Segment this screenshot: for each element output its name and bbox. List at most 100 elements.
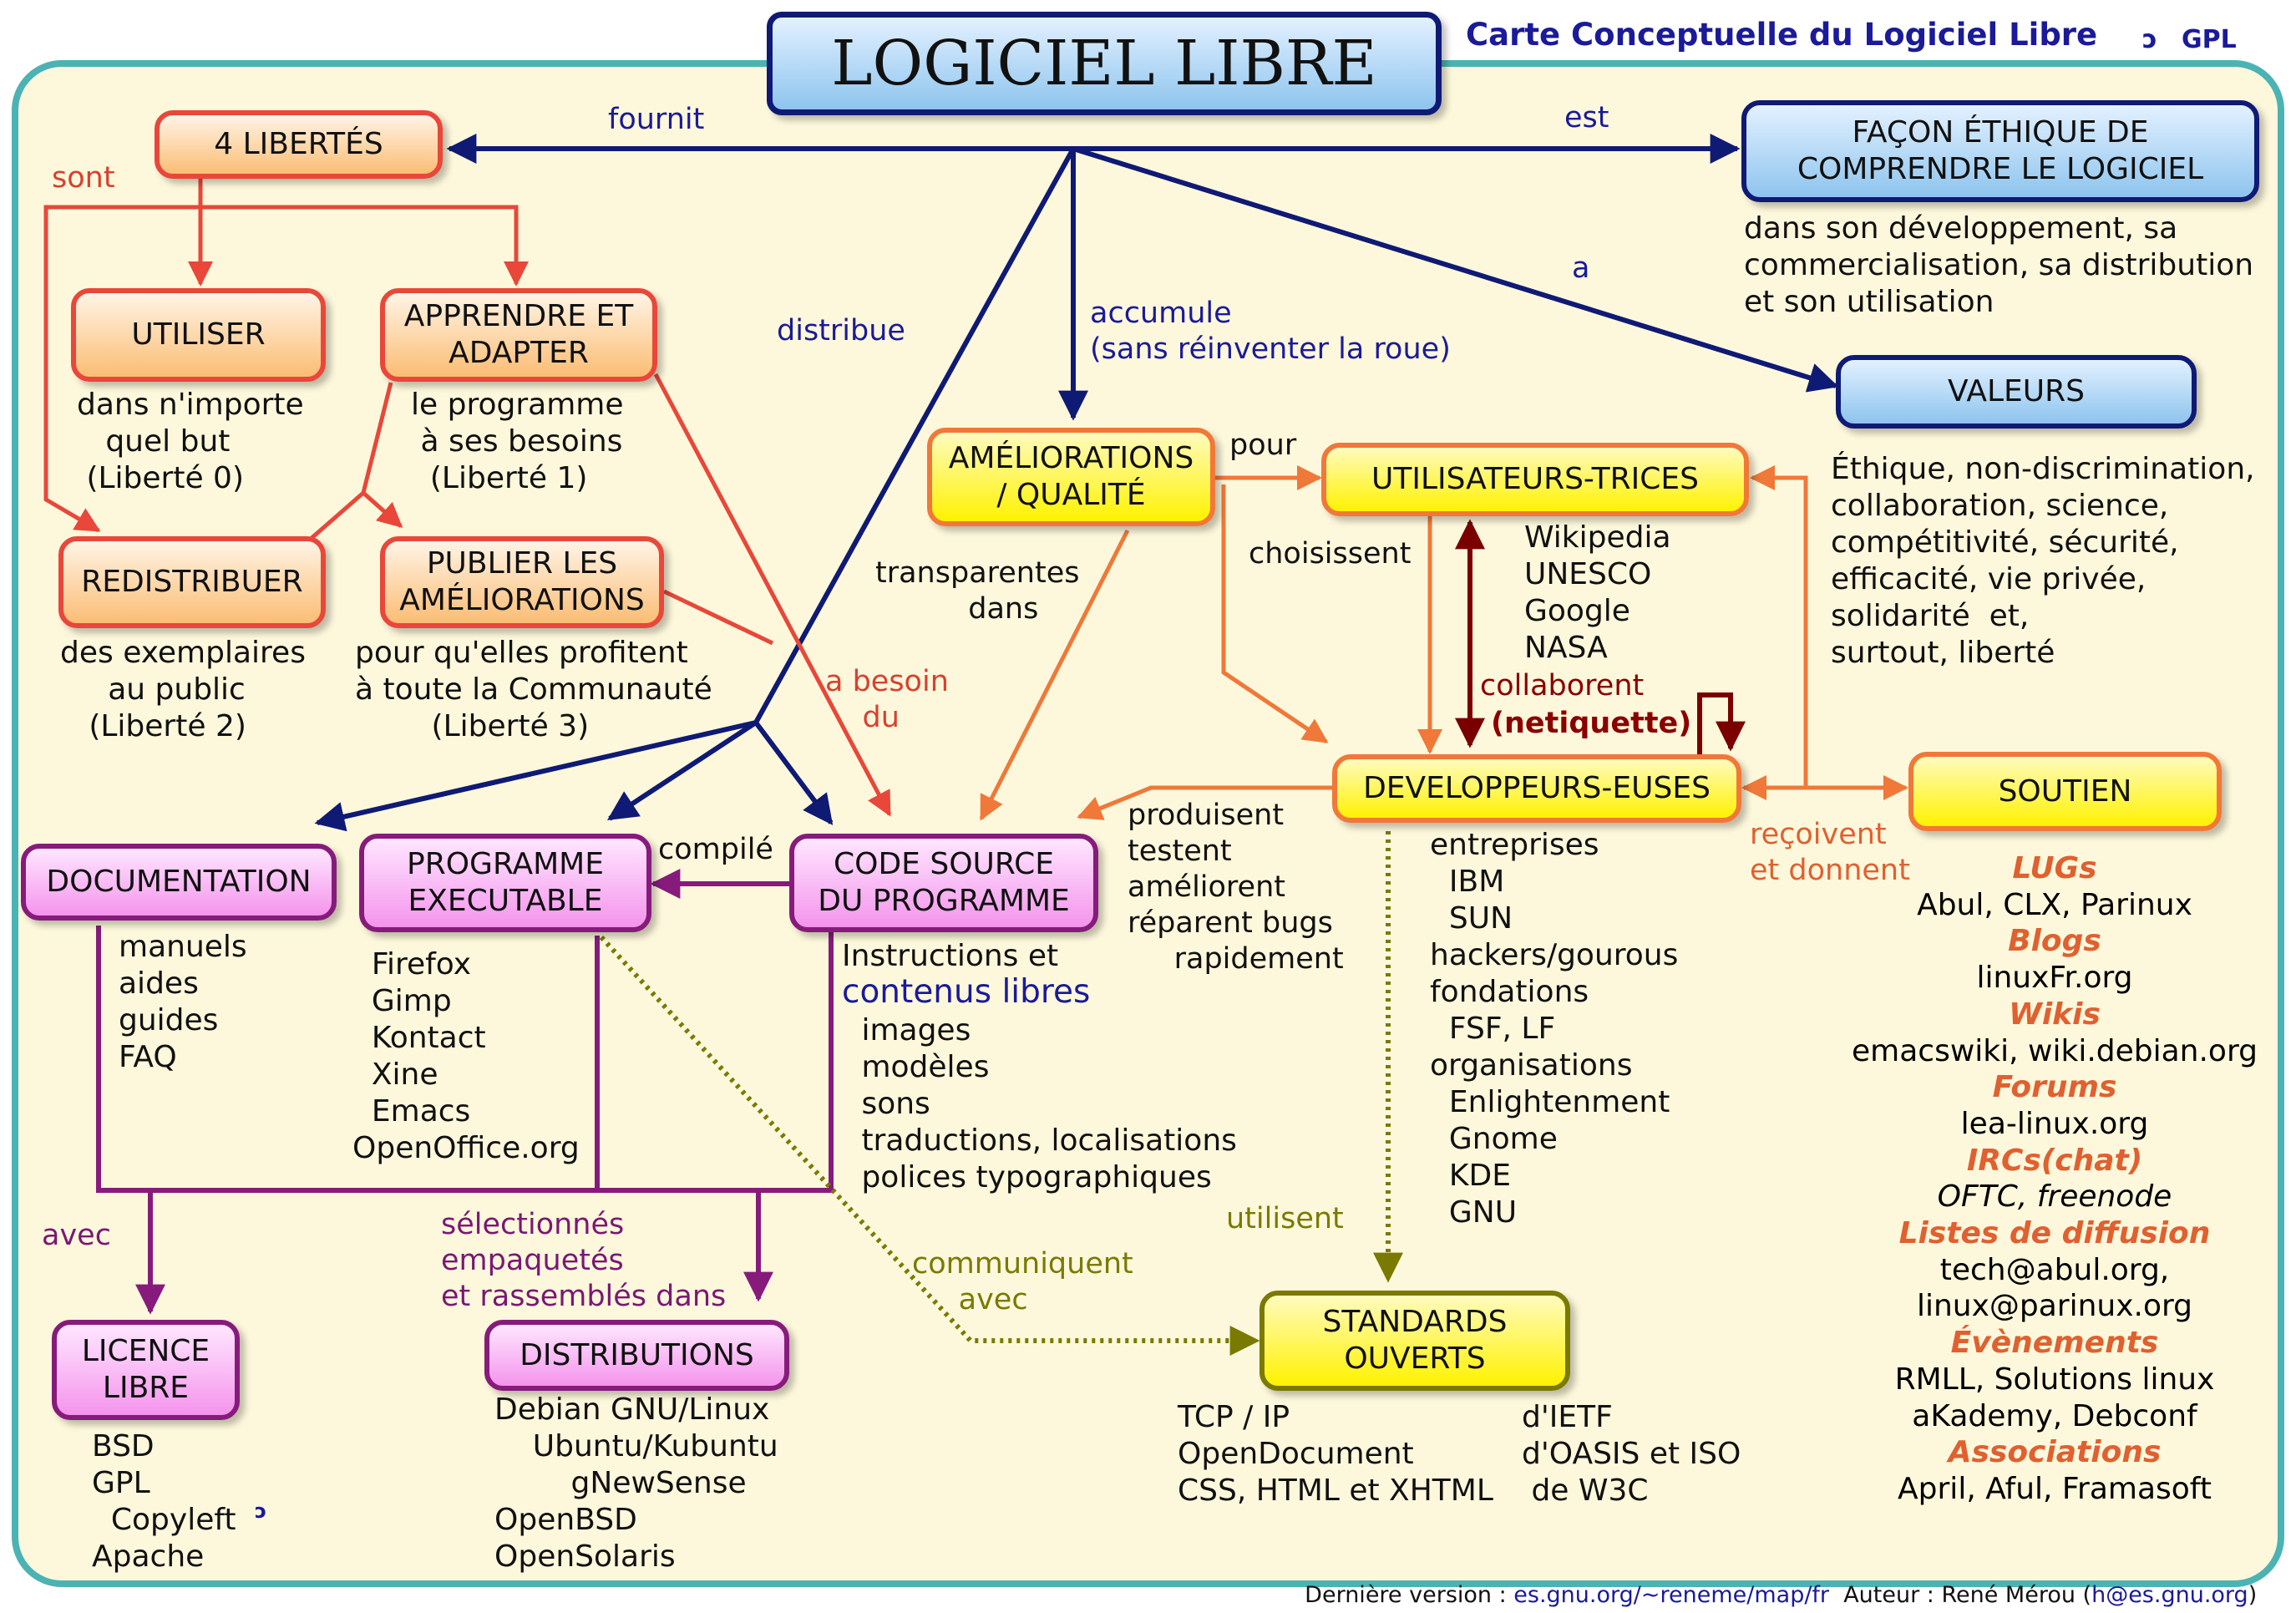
- soutien-head-blogs: Blogs: [2008, 924, 2101, 959]
- link-ameliorations-code: [979, 529, 1130, 821]
- link-doc-down: [96, 919, 834, 1193]
- documentation-items: manuels aides guides FAQ: [119, 930, 247, 1074]
- link-netiquette: [1697, 692, 1746, 754]
- node-apprendre[interactable]: APPRENDRE ET ADAPTER: [380, 288, 657, 382]
- standards-left-items: TCP / IP OpenDocument CSS, HTML et XHTML: [1178, 1400, 1493, 1508]
- link-distribue: [753, 147, 1076, 724]
- footer-author-close: ): [2248, 1582, 2258, 1608]
- node-developpeurs[interactable]: DEVELOPPEURS-EUSES: [1332, 754, 1741, 823]
- label-communiquent: communiquent avec: [912, 1247, 1133, 1316]
- apprendre-description: le programme à ses besoins (Liberté 1): [411, 388, 624, 495]
- soutien-item: tech@abul.org,: [1939, 1252, 2170, 1287]
- label-accumule: accumule (sans réinventer la roue): [1090, 297, 1451, 366]
- link-to-documentation: [314, 720, 757, 832]
- node-licence-libre[interactable]: LICENCE LIBRE: [52, 1320, 240, 1420]
- licence-items: BSD GPL Copyleft Apache: [92, 1429, 236, 1574]
- footer-author-label: Auteur : René Mérou (: [1829, 1582, 2092, 1608]
- footer-credits: Dernière version : es.gnu.org/~reneme/ma…: [1290, 1541, 2257, 1613]
- link-apprendre-redistribuer: [309, 382, 393, 540]
- soutien-item: linux@parinux.org: [1916, 1289, 2193, 1324]
- node-logiciel-libre[interactable]: LOGICIEL LIBRE: [767, 12, 1442, 115]
- label-collaborent: collaborent: [1480, 669, 1645, 703]
- soutien-item: Abul, CLX, Parinux: [1917, 887, 2192, 922]
- soutien-item: linuxFr.org: [1976, 961, 2133, 996]
- footer-version-label: Dernière version :: [1305, 1582, 1514, 1608]
- code-source-intro: Instructions et: [842, 939, 1059, 973]
- node-soutien[interactable]: SOUTIEN: [1908, 752, 2222, 831]
- link-sont-apprendre: [198, 177, 529, 287]
- link-communiquent: [599, 935, 1260, 1356]
- soutien-item: OFTC, freenode: [1937, 1179, 2172, 1215]
- label-transparentes: transparentes dans: [875, 556, 1080, 626]
- soutien-head-wikis: Wikis: [2009, 997, 2101, 1032]
- node-4-libertes[interactable]: 4 LIBERTÉS: [155, 110, 443, 179]
- label-sont: sont: [52, 161, 115, 195]
- label-a: a: [1572, 251, 1590, 285]
- label-netiquette: (netiquette): [1491, 707, 1692, 740]
- valeurs-description: Éthique, non-discrimination, collaborati…: [1831, 452, 2255, 670]
- link-apprendre-publier: [362, 491, 403, 528]
- standards-right-items: d'IETF d'OASIS et ISO de W3C: [1522, 1400, 1741, 1508]
- facon-description: dans son développement, sa commercialisa…: [1744, 211, 2254, 319]
- soutien-item: aKademy, Debconf: [1912, 1398, 2197, 1433]
- label-pour: pour: [1229, 429, 1297, 462]
- link-soutien-utilisateurs: [1750, 465, 1808, 788]
- code-source-items: images modèles sons traductions, localis…: [861, 1013, 1237, 1195]
- node-utiliser[interactable]: UTILISER: [71, 288, 326, 382]
- redistribuer-description: des exemplaires au public (Liberté 2): [60, 636, 306, 743]
- distributions-items: Debian GNU/Linux Ubuntu/Kubuntu gNewSens…: [494, 1392, 778, 1574]
- link-sont-redistribuer: [43, 205, 200, 533]
- soutien-head-associations: Associations: [1948, 1435, 2162, 1470]
- label-distribue: distribue: [777, 314, 905, 347]
- soutien-head-ircs: IRCs(chat): [1966, 1143, 2143, 1178]
- node-facon-ethique[interactable]: FAÇON ÉTHIQUE DE COMPRENDRE LE LOGICIEL: [1741, 100, 2259, 202]
- node-distributions[interactable]: DISTRIBUTIONS: [484, 1320, 789, 1391]
- footer-author-email[interactable]: h@es.gnu.org: [2091, 1582, 2248, 1608]
- programme-items: Firefox Gimp Kontact Xine Emacs OpenOffi…: [352, 947, 580, 1165]
- node-code-source[interactable]: CODE SOURCE DU PROGRAMME: [789, 834, 1098, 932]
- code-source-contenus: contenus libres: [842, 973, 1091, 1011]
- label-est: est: [1564, 101, 1609, 134]
- node-documentation[interactable]: DOCUMENTATION: [21, 844, 337, 921]
- developpeurs-items: entreprises IBM SUN hackers/gourous fond…: [1430, 828, 1679, 1230]
- link-to-code: [753, 721, 834, 825]
- license-label: GPL: [2182, 25, 2237, 54]
- utiliser-description: dans n'importe quel but (Liberté 0): [77, 388, 304, 495]
- link-to-programme: [606, 720, 758, 821]
- node-valeurs[interactable]: VALEURS: [1836, 355, 2197, 429]
- link-apprendre-code: [653, 373, 892, 817]
- label-a-besoin: a besoin du: [825, 665, 949, 734]
- soutien-head-evenements: Évènements: [1950, 1326, 2159, 1361]
- label-recoivent: reçoivent et donnent: [1750, 818, 1910, 887]
- link-dev-code: [1077, 785, 1336, 820]
- node-publier[interactable]: PUBLIER LES AMÉLIORATIONS: [380, 536, 664, 628]
- copyleft-icon: ɔ: [2142, 25, 2157, 54]
- label-avec: avec: [42, 1219, 111, 1252]
- label-compile: compilé: [658, 833, 773, 866]
- link-publier-code: [662, 589, 774, 646]
- node-utilisateurs[interactable]: UTILISATEURS-TRICES: [1321, 443, 1749, 516]
- soutien-head-lugs: LUGs: [2012, 851, 2097, 885]
- label-utilisent: utilisent: [1226, 1202, 1344, 1235]
- label-choisissent: choisissent: [1249, 537, 1412, 571]
- label-fournit: fournit: [608, 103, 705, 136]
- soutien-item: lea-linux.org: [1960, 1106, 2149, 1141]
- soutien-item: emacswiki, wiki.debian.org: [1852, 1033, 2258, 1068]
- soutien-item: April, Aful, Framasoft: [1898, 1471, 2212, 1506]
- node-standards-ouverts[interactable]: STANDARDS OUVERTS: [1260, 1291, 1570, 1391]
- footer-version-link[interactable]: es.gnu.org/~reneme/map/fr: [1513, 1582, 1830, 1608]
- node-ameliorations[interactable]: AMÉLIORATIONS / QUALITÉ: [927, 428, 1215, 526]
- map-subtitle: Carte Conceptuelle du Logiciel Libre: [1466, 17, 2098, 53]
- organisations-list: Wikipedia UNESCO Google NASA: [1524, 520, 1671, 665]
- link-a: [1072, 146, 1839, 393]
- soutien-head-forums: Forums: [1992, 1070, 2117, 1105]
- soutien-item: RMLL, Solutions linux: [1894, 1362, 2215, 1397]
- node-programme[interactable]: PROGRAMME EXECUTABLE: [359, 834, 651, 932]
- label-selectionnes: sélectionnés empaquetés et rassemblés da…: [441, 1208, 727, 1313]
- label-produisent: produisent testent améliorent réparent b…: [1128, 799, 1344, 976]
- soutien-list: LUGs Abul, CLX, Parinux Blogs linuxFr.or…: [1821, 850, 2288, 1508]
- publier-description: pour qu'elles profitent à toute la Commu…: [355, 636, 712, 743]
- link-ameliorations-dev: [1221, 484, 1329, 744]
- node-redistribuer[interactable]: REDISTRIBUER: [58, 536, 326, 628]
